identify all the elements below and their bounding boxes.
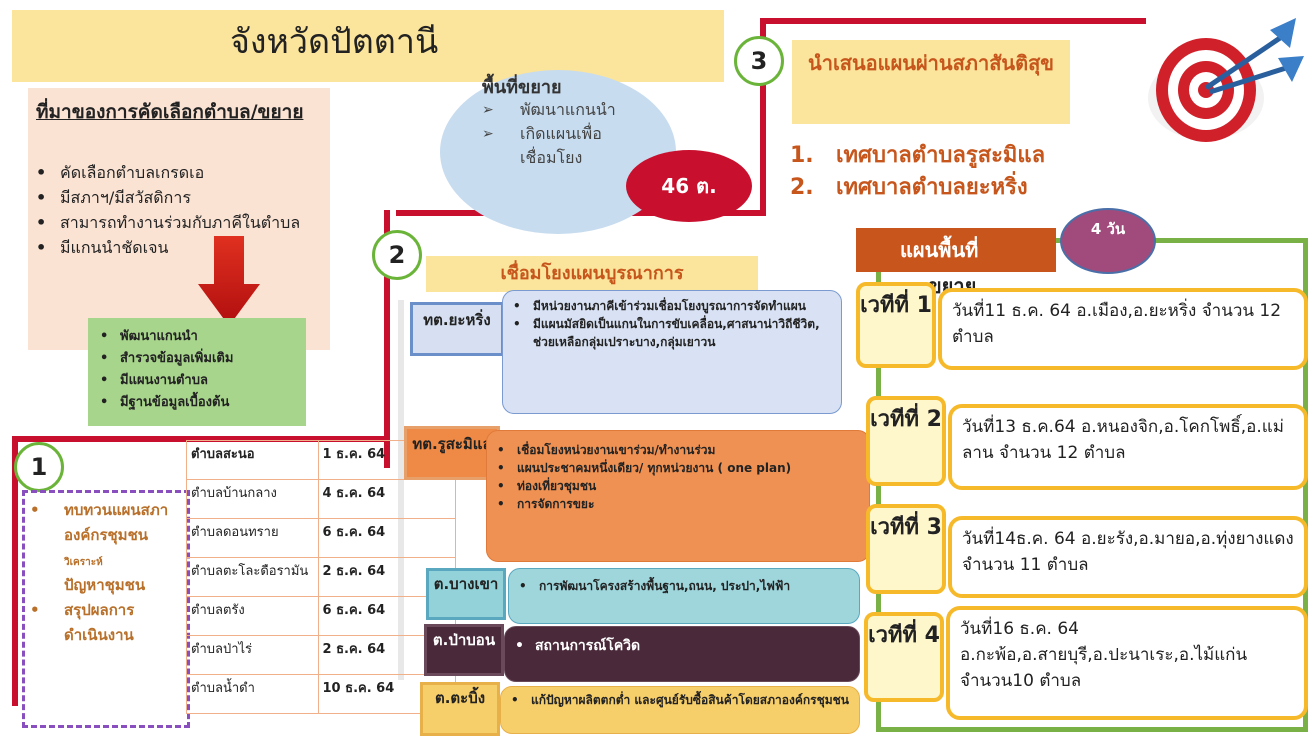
list-item: สามารถทำงานร่วมกับภาคีในตำบล (36, 210, 346, 235)
connector-line (12, 436, 18, 706)
table-cell: ตำบลบ้านกลาง (186, 479, 319, 519)
stage-label: เวทีที่ 4 (864, 612, 944, 702)
list-item: 2.เทศบาลตำบลยะหริ่ง (790, 175, 1028, 200)
review-list: ทบทวนแผนสภาองค์กรชุมชนวิเคราะห์ปัญหาชุมช… (30, 498, 170, 648)
list-item: มีแผนมัสยิดเป็นแกนในการขับเคลื่อน,ศาสนาน… (511, 315, 833, 351)
group-detail: การพัฒนาโครงสร้างพื้นฐาน,ถนน, ประปา,ไฟฟ้… (508, 568, 860, 624)
table-cell: ตำบลน้ำดำ (186, 674, 319, 714)
source-list: คัดเลือกตำบลเกรดเอ มีสภาฯ/มีสวัสดิการ สา… (36, 160, 346, 260)
list-item: แก้ปัญหาผลิตตกต่ำ และศูนย์รับซื้อสินค้าโ… (509, 691, 851, 709)
list-item: พัฒนาแกนนำ (98, 326, 296, 348)
stage-info: วันที่11 ธ.ค. 64 อ.เมือง,อ.ยะหริ่ง จำนวน… (938, 288, 1308, 370)
connector-line (12, 436, 390, 442)
group-detail: สถานการณ์โควิด (504, 626, 860, 682)
link-heading: เชื่อมโยงแผนบูรณาการ (426, 256, 758, 292)
group-label: ต.ตะบิ้ง (420, 682, 500, 736)
group-label: ทต.ยะหริ่ง (410, 302, 504, 356)
list-item: สำรวจข้อมูลเพิ่มเติม (98, 348, 296, 370)
step-1-badge: 1 (14, 442, 64, 492)
days-badge: 4 วัน (1060, 208, 1156, 274)
table-cell: 6 ธ.ค. 64 (317, 518, 457, 558)
list-item: คัดเลือกตำบลเกรดเอ (36, 160, 346, 185)
list-item: การจัดการขยะ (495, 495, 861, 513)
connector-line (760, 18, 1146, 24)
source-heading: ที่มาของการคัดเลือกตำบล/ขยาย (36, 101, 304, 123)
list-item: มีฐานข้อมูลเบื้องต้น (98, 392, 296, 414)
step-2-badge: 2 (372, 230, 422, 280)
table-cell: ตำบลตรัง (186, 596, 319, 636)
table-cell: ตำบลตะโละดือรามัน (186, 557, 319, 597)
table-cell: ตำบลป่าไร่ (186, 635, 319, 675)
stage-info: วันที่14ธ.ค. 64 อ.ยะรัง,อ.มายอ,อ.ทุ่งยาง… (948, 516, 1308, 598)
list-item: สรุปผลการดำเนินงาน (30, 598, 170, 648)
list-item: 1.เทศบาลตำบลรูสะมิแล (790, 143, 1046, 168)
connector-line (760, 18, 766, 214)
present-heading: นำเสนอแผนผ่านสภาสันติสุข (792, 40, 1070, 124)
list-item: แผนประชาคมหนึ่งเดียว/ ทุกหน่วยงาน ( one … (495, 459, 861, 477)
area-plan-heading: แผนพื้นที่ (856, 228, 1056, 272)
list-item: พัฒนาแกนนำ (482, 98, 632, 122)
list-item: มีหน่วยงานภาคีเข้าร่วมเชื่อมโยงบูรณาการจ… (511, 297, 833, 315)
page-title: จังหวัดปัตตานี (230, 22, 439, 62)
group-detail: แก้ปัญหาผลิตตกต่ำ และศูนย์รับซื้อสินค้าโ… (500, 686, 860, 734)
present-list: 1.เทศบาลตำบลรูสะมิแล 2.เทศบาลตำบลยะหริ่ง (790, 140, 1045, 204)
group-label: ต.บางเขา (426, 568, 506, 620)
connector-line (384, 210, 390, 468)
table-row: ตำบลป่าไร่2 ธ.ค. 64 (186, 635, 457, 675)
list-item: การพัฒนาโครงสร้างพื้นฐาน,ถนน, ประปา,ไฟฟ้… (517, 577, 851, 595)
development-box: พัฒนาแกนนำ สำรวจข้อมูลเพิ่มเติม มีแผนงาน… (88, 318, 306, 426)
list-item: มีแกนนำชัดเจน (36, 235, 346, 260)
stage-label: เวทีที่ 3 (866, 504, 946, 594)
expand-area-heading: พื้นที่ขยาย (482, 77, 562, 98)
group-label: ต.ป่าบอน (424, 624, 504, 676)
group-detail: มีหน่วยงานภาคีเข้าร่วมเชื่อมโยงบูรณาการจ… (502, 290, 842, 414)
stage-info: วันที่13 ธ.ค.64 อ.หนองจิก,อ.โคกโพธิ์,อ.แ… (948, 404, 1308, 490)
step-3-badge: 3 (734, 36, 784, 86)
title-banner (12, 10, 724, 82)
list-item: สถานการณ์โควิด (513, 637, 851, 655)
stage-label: เวทีที่ 1 (856, 282, 936, 368)
table-cell: 4 ธ.ค. 64 (317, 479, 457, 519)
group-label: ทต.รูสะมิแล (404, 426, 500, 480)
target-dart-icon (1148, 18, 1304, 142)
table-cell: ตำบลดอนทราย (186, 518, 319, 558)
stage-label: เวทีที่ 2 (866, 396, 946, 486)
count-badge: 46 ต. (626, 150, 752, 222)
down-arrow-icon (198, 236, 260, 326)
table-cell: ตำบลสะนอ (186, 440, 319, 480)
list-item: เชื่อมโยงหน่วยงานเขาร่วม/ทำงานร่วม (495, 441, 861, 459)
list-item: ท่องเที่ยวชุมชน (495, 477, 861, 495)
expand-area-list: พัฒนาแกนนำ เกิดแผนเพื่อเชื่อมโยง (482, 98, 632, 170)
list-item: ทบทวนแผนสภาองค์กรชุมชนวิเคราะห์ปัญหาชุมช… (30, 498, 170, 598)
list-item: มีแผนงานตำบล (98, 370, 296, 392)
stage-info: วันที่16 ธ.ค. 64 อ.กะพ้อ,อ.สายบุรี,อ.ปะน… (946, 606, 1308, 720)
group-detail: เชื่อมโยงหน่วยงานเขาร่วม/ทำงานร่วม แผนปร… (486, 430, 870, 562)
list-item: มีสภาฯ/มีสวัสดิการ (36, 185, 346, 210)
list-item: เกิดแผนเพื่อเชื่อมโยง (482, 122, 632, 170)
